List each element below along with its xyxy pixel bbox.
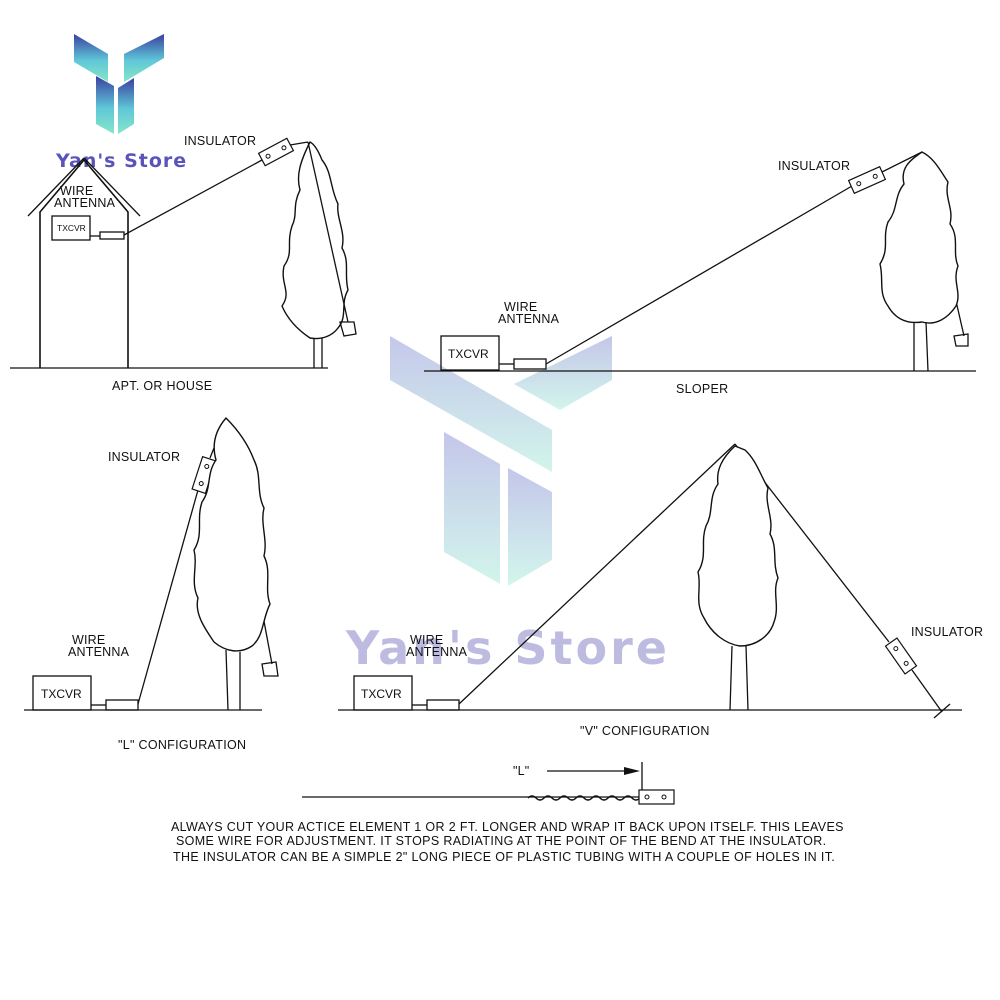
panel-sloper: TXCVR INSULATOR WIRE ANTENNA SLOPER [424,151,976,396]
tree-icon [193,417,271,652]
caption-apt-house: APT. OR HOUSE [112,379,212,393]
txcvr-box [353,675,413,711]
wire-antenna-label-line2: ANTENNA [54,196,116,210]
watermark-text: Yan's Store [345,621,670,675]
insulator-label: INSULATOR [184,134,256,148]
caption-v-configuration: "V" CONFIGURATION [580,724,710,738]
insulator-icon [257,137,295,167]
insulator-icon [884,637,918,675]
txcvr-box [32,675,92,711]
detail-wrap-back: "L" [302,762,675,805]
tree-icon [281,141,349,340]
wire-antenna-label-line1: WIRE [410,633,443,647]
wrapped-wire-coil [527,795,641,801]
wire-antenna-left-leg [458,443,736,705]
caption-l-configuration: "L" CONFIGURATION [118,738,246,752]
wire-antenna [545,185,853,365]
note-line-2: SOME WIRE FOR ADJUSTMENT. IT STOPS RADIA… [176,834,826,848]
tree-icon [697,445,779,647]
txcvr-label: TXCVR [448,347,489,361]
wire-antenna-label-line1: WIRE [60,184,93,198]
txcvr-label: TXCVR [361,687,402,701]
l-dimension-label: "L" [513,764,529,778]
insulator-label: INSULATOR [778,159,850,173]
wire-feed-box [513,358,547,370]
note-line-1: ALWAYS CUT YOUR ACTICE ELEMENT 1 OR 2 FT… [171,820,844,834]
tree-icon [879,151,959,324]
wire-antenna-label-line2: ANTENNA [406,645,468,659]
wire-antenna-label-line1: WIRE [504,300,537,314]
txcvr-box [51,215,91,241]
instruction-note: ALWAYS CUT YOUR ACTICE ELEMENT 1 OR 2 FT… [171,820,844,864]
house-outline [39,158,129,368]
store-logo-text: Yan's Store [55,150,187,172]
wire-feed-box [105,699,139,711]
wire-antenna-label-line2: ANTENNA [498,312,560,326]
panel-l-configuration: TXCVR INSULATOR WIRE ANTENNA "L" CONFIGU… [24,417,279,752]
txcvr-box [440,335,500,371]
caption-sloper: SLOPER [676,382,729,396]
wire-feed-box [99,231,125,240]
insulator-icon [847,165,887,195]
wire-antenna [123,159,263,236]
insulator-label: INSULATOR [108,450,180,464]
wire-feed-box [426,699,460,711]
insulator-label: INSULATOR [911,625,983,639]
insulator-icon [638,789,675,805]
watermark-logo [390,336,612,586]
wire-antenna-label-line1: WIRE [72,633,105,647]
note-line-3: THE INSULATOR CAN BE A SIMPLE 2" LONG PI… [173,850,835,864]
panel-v-configuration: TXCVR INSULATOR WIRE ANTENNA "V" CONFIGU… [338,443,983,738]
wire-antenna [137,489,199,705]
txcvr-label: TXCVR [57,223,86,233]
panel-apt-house: TXCVR INSULATOR WIRE ANTENNA APT. OR HOU… [10,134,357,393]
store-logo-icon [74,34,164,134]
wire-antenna-label-line2: ANTENNA [68,645,130,659]
txcvr-label: TXCVR [41,687,82,701]
